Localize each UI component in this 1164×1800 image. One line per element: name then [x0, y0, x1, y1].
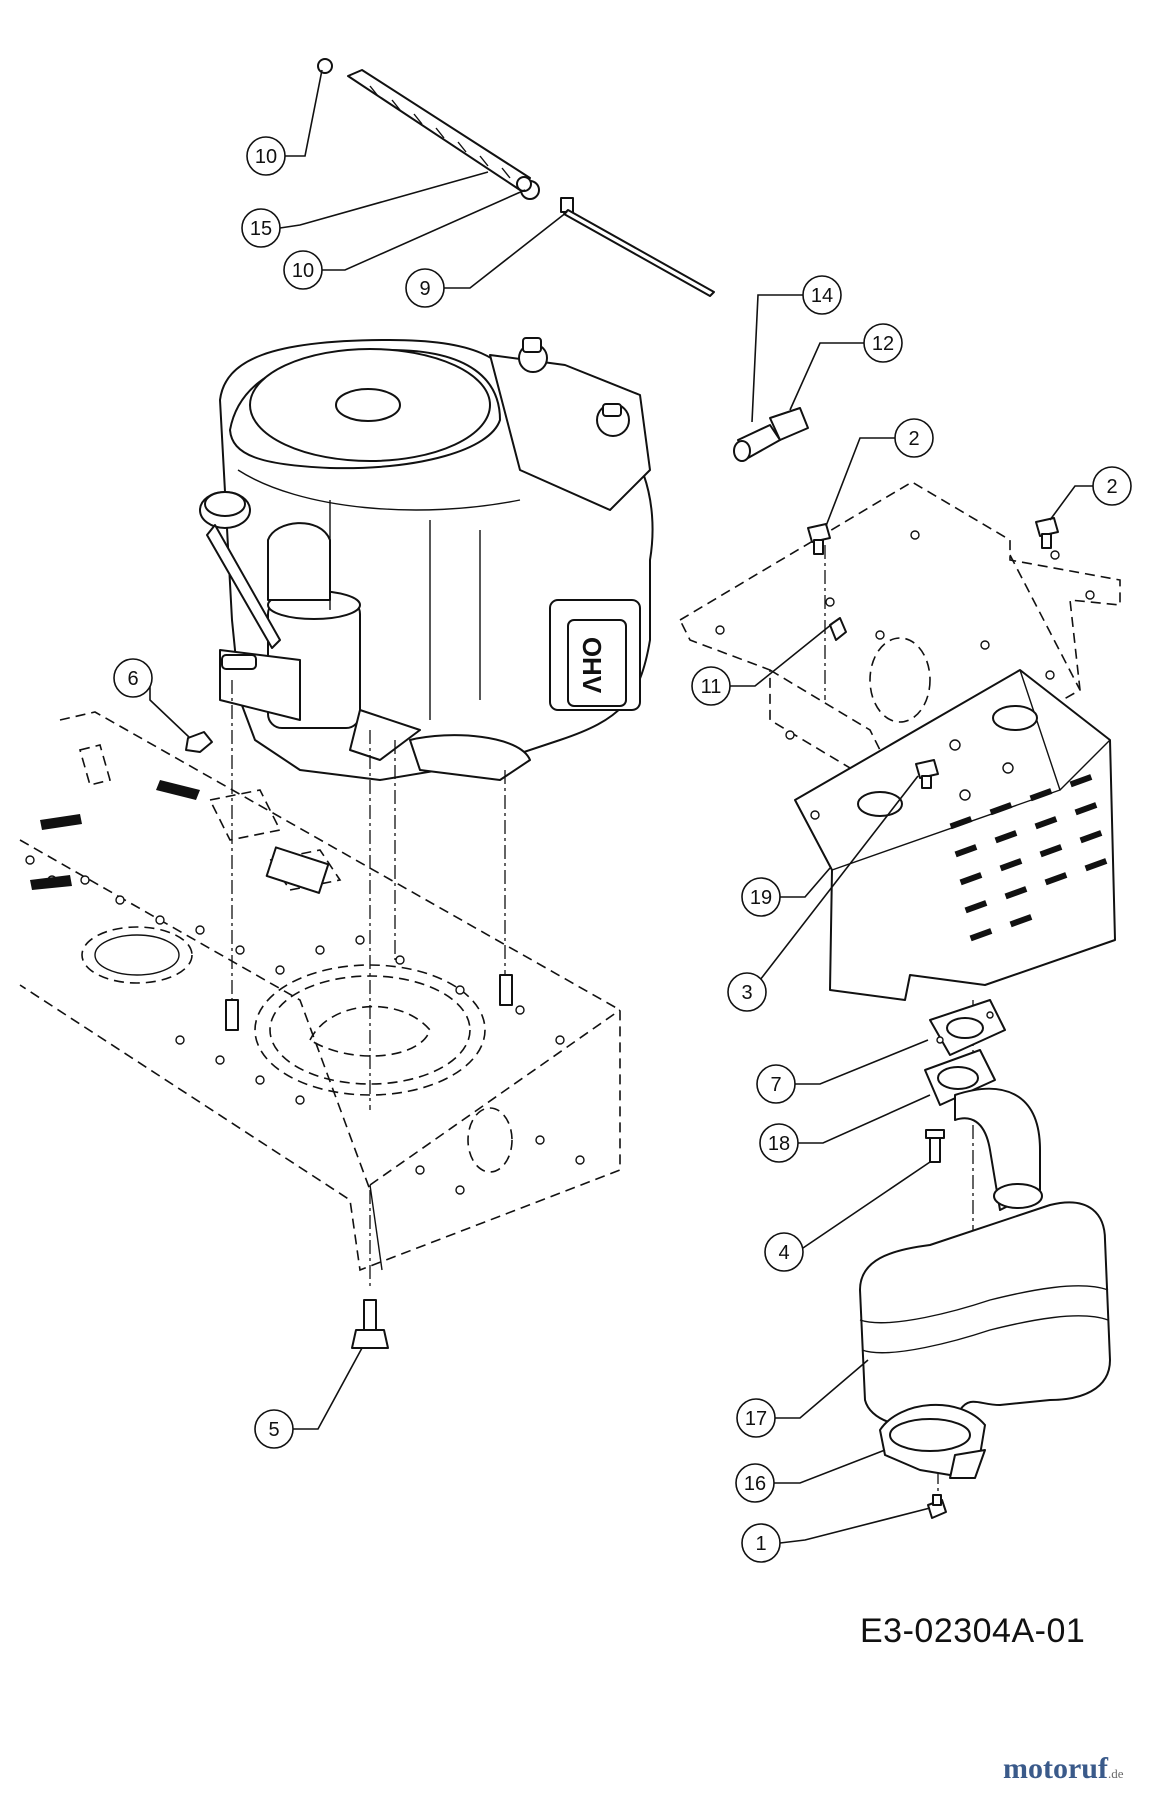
deflector-16	[879, 1404, 986, 1479]
svg-text:12: 12	[872, 333, 894, 355]
callout-14: 14	[802, 275, 842, 315]
bolt-2-left	[807, 523, 831, 555]
svg-text:16: 16	[744, 1473, 766, 1495]
watermark-logo: motoruf.de	[1003, 1752, 1124, 1786]
nut-6	[185, 731, 213, 753]
heat-shield	[794, 669, 1116, 1001]
svg-text:4: 4	[778, 1242, 789, 1264]
bolt-5	[351, 1299, 389, 1349]
callouts: 10 15 10 9 14 12 2 2	[113, 136, 1132, 1563]
svg-text:1: 1	[755, 1533, 766, 1555]
callout-10-bottom: 10	[283, 250, 323, 290]
callout-15: 15	[241, 208, 281, 248]
svg-text:14: 14	[811, 285, 833, 307]
callout-19: 19	[741, 877, 781, 917]
callout-12: 12	[863, 323, 903, 363]
callout-17: 17	[736, 1398, 776, 1438]
watermark-suffix: .de	[1107, 1766, 1124, 1781]
gasket-18	[924, 1049, 996, 1106]
svg-text:19: 19	[750, 887, 772, 909]
svg-text:17: 17	[745, 1408, 767, 1430]
muffler	[859, 1087, 1111, 1428]
dipstick-tube-assembly	[317, 58, 540, 200]
engine: OHV	[199, 337, 654, 781]
screw-1	[927, 1494, 947, 1519]
svg-text:3: 3	[741, 982, 752, 1004]
svg-text:10: 10	[255, 146, 277, 168]
svg-text:15: 15	[250, 218, 272, 240]
engine-badge-text: OHV	[577, 637, 607, 694]
callout-6: 6	[113, 658, 153, 698]
callout-18: 18	[759, 1123, 799, 1163]
svg-text:11: 11	[701, 676, 722, 698]
svg-text:2: 2	[908, 428, 919, 450]
svg-text:10: 10	[292, 260, 314, 282]
callout-2-left: 2	[894, 418, 934, 458]
bolt-2-right	[1035, 517, 1059, 549]
gasket-7	[929, 999, 1006, 1056]
watermark-brand: motoruf	[1003, 1752, 1108, 1785]
callout-1: 1	[741, 1523, 781, 1563]
svg-text:5: 5	[268, 1419, 279, 1441]
spark-plug-boot	[733, 407, 809, 462]
callout-7: 7	[756, 1064, 796, 1104]
callout-9: 9	[405, 268, 445, 308]
dipstick	[560, 197, 715, 297]
bolt-3	[915, 759, 939, 789]
svg-text:7: 7	[770, 1074, 781, 1096]
stud-4	[925, 1129, 945, 1163]
svg-text:6: 6	[127, 668, 138, 690]
svg-text:2: 2	[1106, 476, 1117, 498]
svg-text:18: 18	[768, 1133, 790, 1155]
callout-4: 4	[764, 1232, 804, 1272]
callout-10-top: 10	[246, 136, 286, 176]
drawing-code: E3-02304A-01	[860, 1612, 1086, 1650]
svg-text:9: 9	[419, 278, 430, 300]
callout-2-right: 2	[1092, 466, 1132, 506]
callout-11: 11	[691, 666, 731, 706]
callout-16: 16	[735, 1463, 775, 1503]
callout-5: 5	[254, 1409, 294, 1449]
tractor-frame	[19, 711, 621, 1272]
callout-3: 3	[727, 972, 767, 1012]
